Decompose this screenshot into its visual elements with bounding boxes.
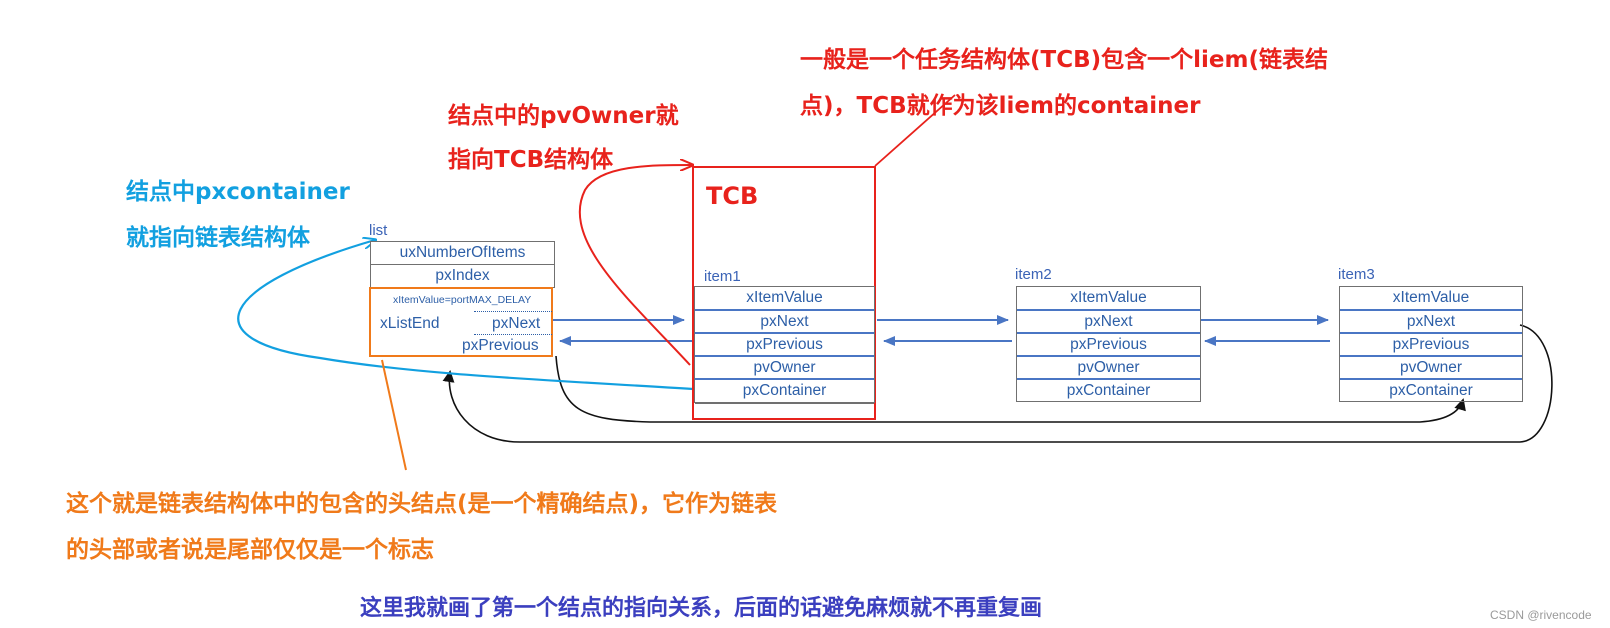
item3-label: item3 bbox=[1338, 266, 1375, 283]
list-end-name: xListEnd bbox=[380, 315, 440, 332]
pxcontainer-note-line2: 就指向链表结构体 bbox=[126, 225, 310, 251]
item2-field-pxcontainer: pxContainer bbox=[1017, 378, 1200, 403]
item1-field-pxcontainer: pxContainer bbox=[695, 378, 874, 404]
item2-label: item2 bbox=[1015, 266, 1052, 283]
arrow-pxcontainer-to-list bbox=[237, 240, 694, 391]
arrow-pvowner-to-tcb bbox=[578, 165, 692, 366]
item1-field-pxprevious: pxPrevious bbox=[695, 332, 874, 357]
list-label: list bbox=[369, 222, 388, 239]
item3-field-pxnext: pxNext bbox=[1340, 309, 1522, 334]
item1-field-pxnext: pxNext bbox=[695, 309, 874, 334]
pxcontainer-note-line1: 结点中pxcontainer bbox=[126, 179, 350, 205]
item3-field-pxcontainer: pxContainer bbox=[1340, 378, 1522, 403]
arrow-item3-next-to-listend bbox=[442, 324, 1553, 443]
item2-field-pxprevious: pxPrevious bbox=[1017, 332, 1200, 357]
item1-label: item1 bbox=[704, 268, 741, 285]
pvowner-note-line2: 指向TCB结构体 bbox=[448, 147, 614, 173]
list-field-pxindex: pxIndex bbox=[370, 264, 555, 288]
item2-node: xItemValue pxNext pxPrevious pvOwner pxC… bbox=[1016, 286, 1201, 402]
list-end-divider-2 bbox=[474, 334, 552, 335]
list-end-divider-1 bbox=[474, 311, 552, 312]
listend-note-line1: 这个就是链表结构体中的包含的头结点(是一个精确结点)，它作为链表 bbox=[66, 491, 778, 517]
tcb-note-line2: 点)，TCB就作为该liem的container bbox=[800, 93, 1201, 119]
list-end-previous: pxPrevious bbox=[462, 337, 539, 354]
tcb-label: TCB bbox=[706, 182, 759, 210]
item3-field-pvowner: pvOwner bbox=[1340, 355, 1522, 380]
item3-field-xitemvalue: xItemValue bbox=[1392, 289, 1470, 306]
item1-node: xItemValue pxNext pxPrevious pvOwner pxC… bbox=[694, 286, 875, 404]
tcb-box: TCB bbox=[692, 166, 876, 420]
item3-field-pxprevious: pxPrevious bbox=[1340, 332, 1522, 357]
item2-field-xitemvalue: xItemValue bbox=[1070, 289, 1147, 306]
listend-note-line2: 的头部或者说是尾部仅仅是一个标志 bbox=[66, 537, 434, 563]
pointer-listend-note bbox=[381, 359, 407, 471]
item1-field-pvowner: pvOwner bbox=[695, 355, 874, 380]
bottom-note: 这里我就画了第一个结点的指向关系，后面的话避免麻烦就不再重复画 bbox=[360, 596, 1043, 621]
arrow-listend-prev-to-item3 bbox=[555, 355, 1466, 423]
list-field-uxnumberofitems: uxNumberOfItems bbox=[370, 241, 555, 265]
item2-field-pxnext: pxNext bbox=[1017, 309, 1200, 334]
list-end-node: xItemValue=portMAX_DELAY xListEnd pxNext… bbox=[369, 287, 553, 357]
tcb-note-line1: 一般是一个任务结构体(TCB)包含一个liem(链表结 bbox=[800, 47, 1328, 73]
pvowner-note-line1: 结点中的pvOwner就 bbox=[448, 103, 679, 129]
pointer-tcb-note bbox=[874, 94, 956, 167]
watermark: CSDN @rivencode bbox=[1490, 608, 1592, 622]
item2-field-pvowner: pvOwner bbox=[1017, 355, 1200, 380]
list-end-item-value: xItemValue=portMAX_DELAY bbox=[393, 294, 532, 306]
item1-field-xitemvalue: xItemValue bbox=[746, 289, 823, 306]
list-end-next: pxNext bbox=[492, 315, 541, 332]
item3-node: xItemValue pxNext pxPrevious pvOwner pxC… bbox=[1339, 286, 1523, 402]
